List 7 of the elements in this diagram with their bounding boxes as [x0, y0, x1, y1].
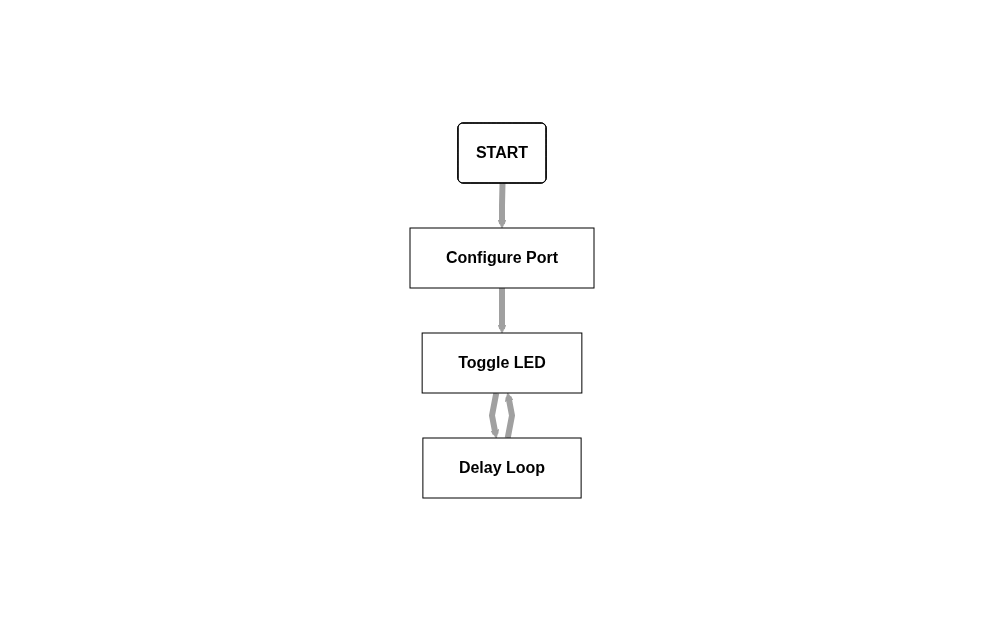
arrow	[497, 182, 507, 228]
node-box: Configure Port	[409, 227, 595, 288]
arrow	[497, 287, 507, 333]
node-box: Toggle LED	[421, 332, 583, 393]
arrow	[504, 392, 516, 439]
arrow	[488, 391, 500, 438]
node-box: Delay Loop	[422, 437, 582, 498]
